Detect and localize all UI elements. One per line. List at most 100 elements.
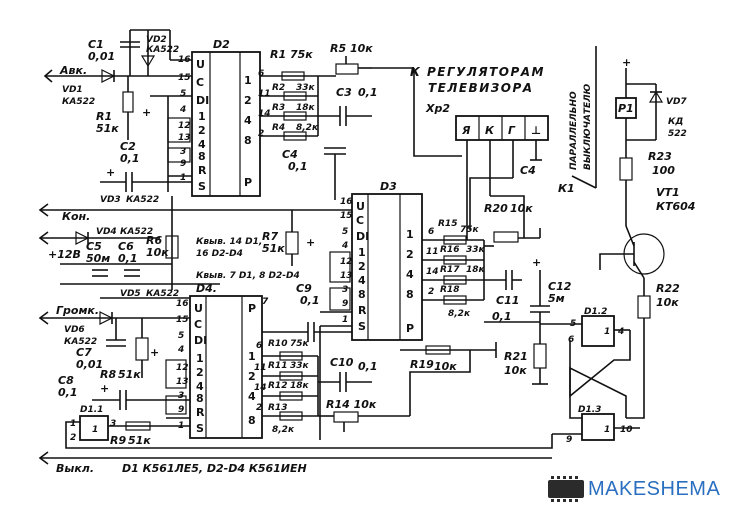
pin-number: 2 (256, 403, 262, 413)
chip-d3 (351, 193, 423, 341)
r20-label: R20 (484, 202, 508, 215)
c3-value: 0,1 (358, 86, 378, 99)
footer-chip-types: D1 К561ЛЕ5, D2-D4 К561ИЕН (122, 462, 307, 475)
r3-value: 18к (296, 103, 316, 113)
c6-label: С6 (118, 240, 134, 253)
p1-label: P1 (618, 102, 634, 115)
resistor-r22 (637, 295, 651, 319)
r7-value: 51к (262, 242, 285, 255)
plus-mark: + (100, 382, 109, 395)
resistor-r21 (533, 343, 547, 369)
resistor-r15 (443, 235, 467, 245)
pin-number: 4 (177, 345, 184, 355)
vd4-label: VD4 (96, 227, 117, 237)
pin-number: 12 (340, 257, 353, 267)
pin-number: 16 (340, 197, 353, 207)
pin-label: C (196, 76, 204, 89)
c7-label: С7 (76, 346, 92, 359)
pin-number: 9 (180, 159, 186, 169)
c11-value: 0,1 (492, 310, 512, 323)
plus-mark: + (622, 56, 631, 69)
pin-label: 2 (198, 124, 206, 137)
pin-number: 5 (180, 89, 186, 99)
r20-value: 10к (510, 202, 533, 215)
plus-mark: + (532, 256, 541, 269)
pin-label: U (196, 58, 205, 71)
vd7-type2: 522 (668, 129, 687, 139)
pin-label: 8 (244, 134, 252, 147)
pin-label: R (358, 304, 367, 317)
pin-number: 4 (617, 327, 624, 337)
xp2-pin-k: К (485, 124, 495, 137)
r11-value: 33к (290, 361, 310, 371)
pin-label: 8 (196, 392, 204, 405)
pin-label: S (358, 320, 366, 333)
c9-value: 0,1 (300, 294, 320, 307)
input-kon: Кон. (62, 210, 90, 223)
c7-value: 0,01 (76, 358, 103, 371)
pin-label: S (198, 180, 206, 193)
resistor-r11 (279, 371, 303, 381)
vd3-type: КА522 (126, 195, 159, 205)
pin-label: P (248, 302, 256, 315)
r9-label: R9 (110, 434, 126, 447)
r10-label: R10 (268, 339, 287, 349)
input-gromk: Громк. (56, 304, 99, 317)
pin-number: 3 (180, 147, 186, 157)
pin-number: 3 (110, 419, 116, 429)
pin-label: 4 (244, 114, 252, 127)
note-pin7: Квыв. 7 D1, 8 D2-D4 (196, 271, 300, 281)
c3-label: С3 (336, 86, 352, 99)
vd7-type: КД (668, 117, 683, 127)
note-pin14: Квыв. 14 D1, (196, 237, 262, 247)
pin-label: 2 (358, 260, 366, 273)
pin-number: 5 (342, 227, 348, 237)
diode-vd4 (75, 231, 90, 245)
pin-label: DI (196, 94, 209, 107)
xp2-label: Хр2 (425, 102, 450, 115)
chip-d2 (191, 51, 261, 197)
resistor-r6 (165, 235, 179, 259)
pin-number: 2 (428, 287, 434, 297)
r21-value: 10к (504, 364, 527, 377)
pin-number: 5 (178, 331, 184, 341)
r14-label: R14 10к (326, 398, 377, 411)
chip-d1-3 (581, 413, 615, 441)
plus-mark: + (150, 346, 159, 359)
pin-label: R (198, 164, 207, 177)
pin-label: 1 (244, 74, 252, 87)
pin-number: 9 (566, 435, 572, 445)
potentiometer-r14 (333, 411, 359, 423)
vd3-label: VD3 (100, 195, 121, 205)
r7-label: R7 (262, 230, 278, 243)
chip-d1-2 (581, 315, 615, 347)
pin-label: C (194, 318, 202, 331)
resistor-r3 (283, 111, 307, 121)
resistor-r4 (283, 131, 307, 141)
input-avk: Авк. (59, 64, 87, 77)
c10-label: С10 (330, 356, 354, 369)
c1-label: С1 (88, 38, 104, 51)
resistor-r9 (125, 421, 151, 431)
k1-label: К1 (558, 182, 575, 195)
pin-label: 2 (406, 248, 414, 261)
pin-number: 6 (568, 335, 574, 345)
resistor-r2 (283, 91, 307, 101)
r8-label: R8 (100, 368, 116, 381)
pin-number: 15 (340, 211, 353, 221)
regulator-title: К РЕГУЛЯТОРАМ (410, 65, 545, 79)
pin-label: 4 (198, 138, 206, 151)
r23-value: 100 (652, 164, 675, 177)
c12-value: 5м (548, 292, 565, 305)
pin-label: R (196, 406, 205, 419)
xp2-pin-g: Г (508, 124, 516, 137)
r12-label: R12 (268, 381, 287, 391)
logo-text: MAKESHEMA (588, 477, 721, 500)
pin-number: 6 (428, 227, 434, 237)
plus-mark: + (142, 106, 151, 119)
pin-number: 11 (258, 89, 271, 99)
c4-label: С4 (282, 148, 298, 161)
diode-vd6 (99, 311, 114, 325)
c5-value: 50м (86, 252, 110, 265)
pin-number: 1 (70, 419, 76, 429)
